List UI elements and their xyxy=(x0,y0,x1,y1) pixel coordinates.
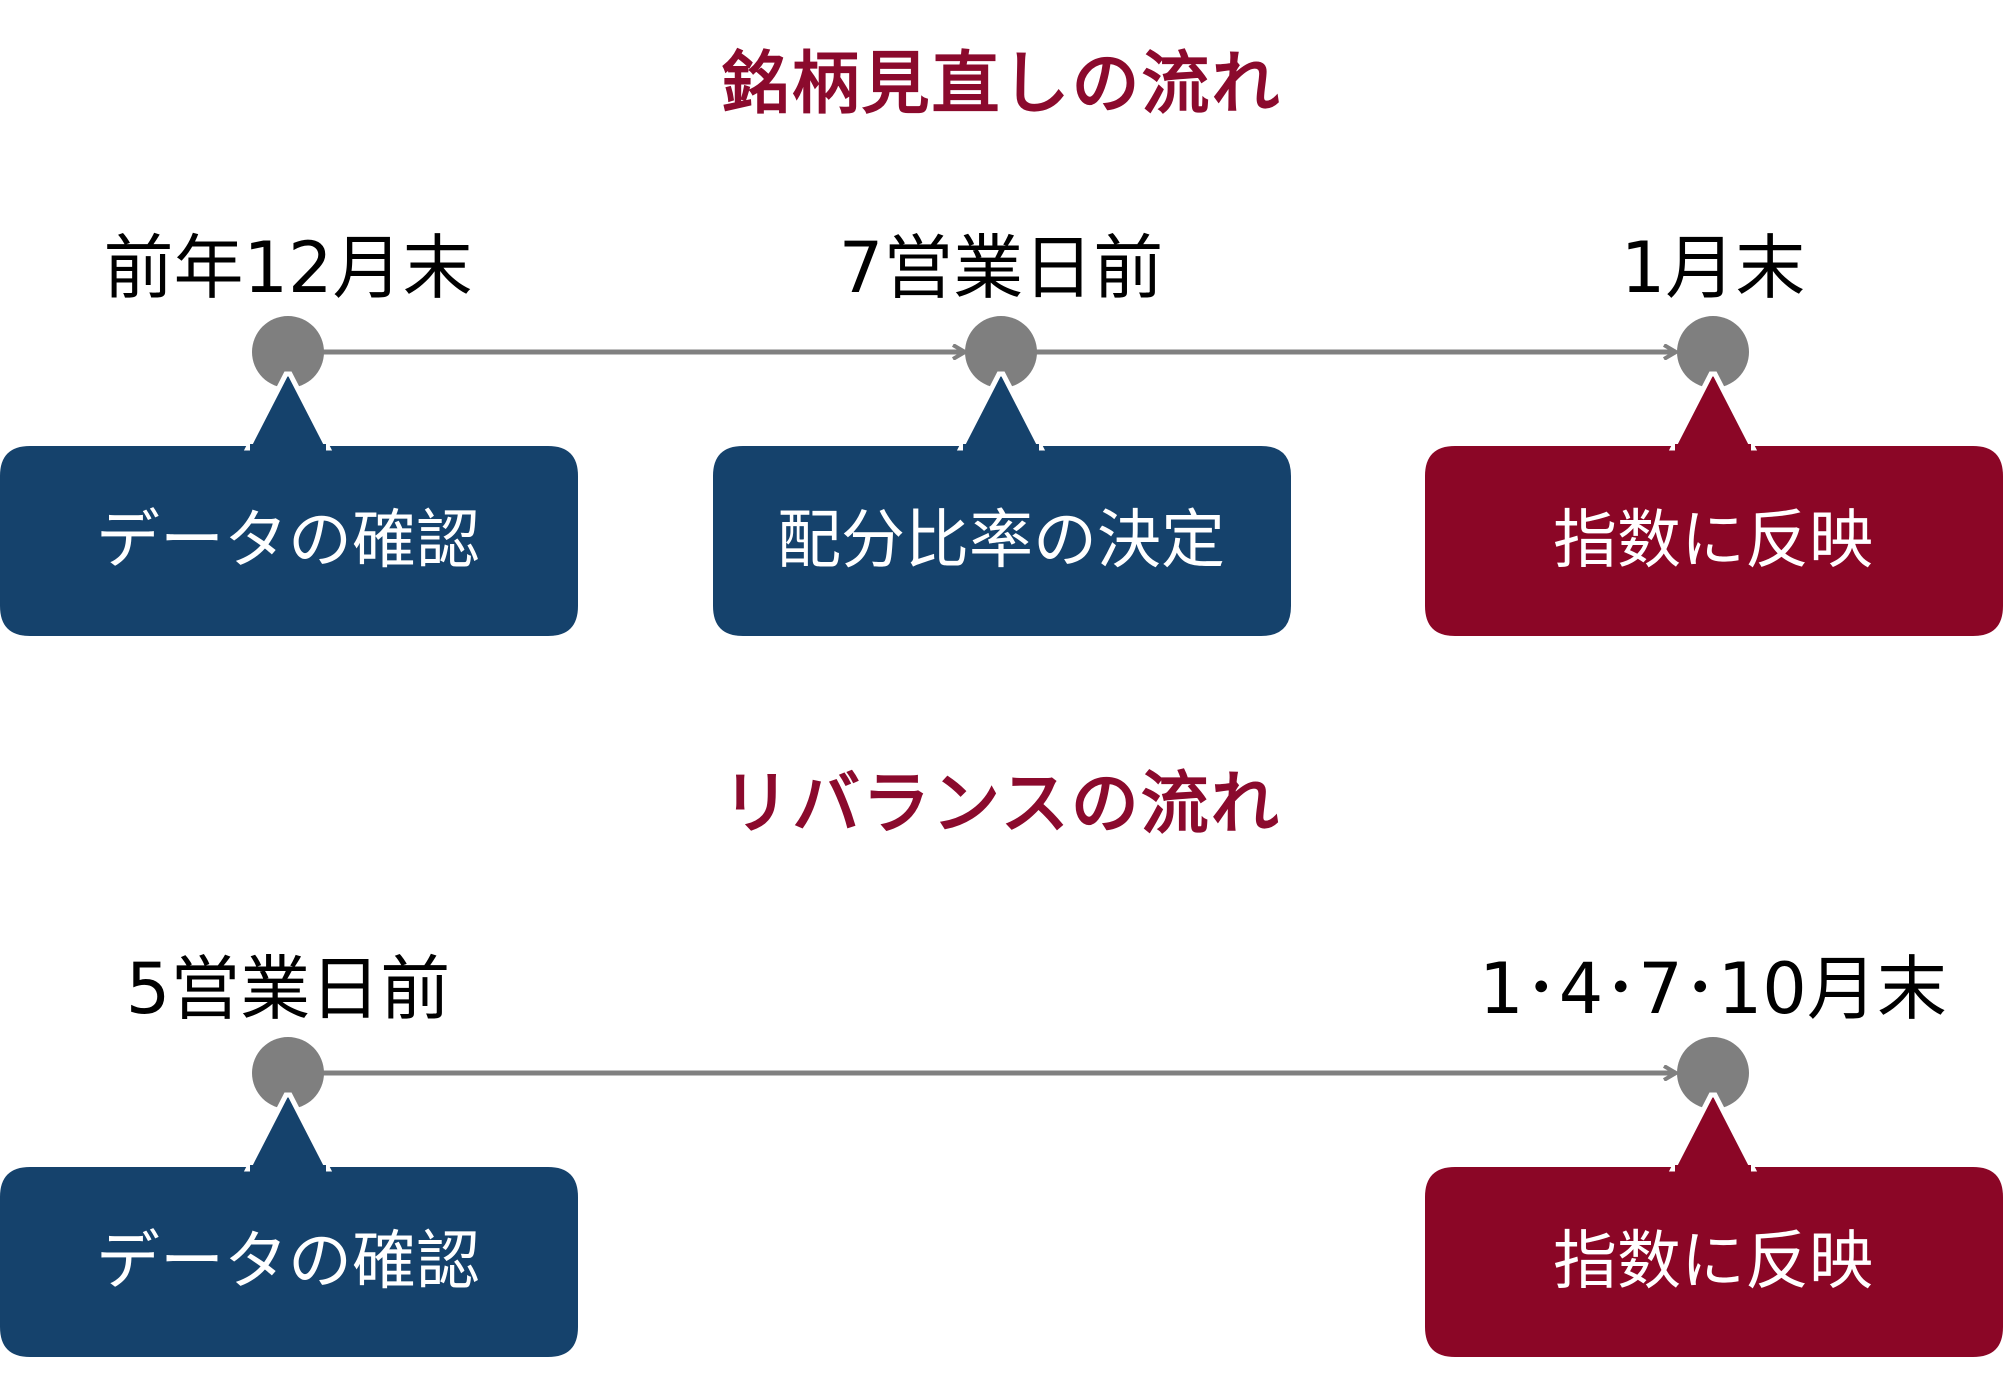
rebalance-task-1: データの確認 xyxy=(96,1225,480,1299)
timeline-node xyxy=(1677,316,1749,388)
timeline-node xyxy=(965,316,1037,388)
rebalance-title: リバランスの流れ xyxy=(722,765,1281,844)
review-task-2: 配分比率の決定 xyxy=(777,504,1225,578)
timeline-node xyxy=(252,1037,324,1109)
callout-pointer xyxy=(1668,371,1758,451)
timeline-node xyxy=(1677,1037,1749,1109)
review-task-1: データの確認 xyxy=(96,504,480,578)
callout-box xyxy=(713,446,1291,636)
callout-box xyxy=(1425,446,2003,636)
callout-pointer xyxy=(243,371,333,451)
brand-review-title: 銘柄見直しの流れ xyxy=(721,45,1282,124)
review-date-3: 1月末 xyxy=(1620,227,1806,309)
rebalance-milestone-1 xyxy=(0,1037,578,1357)
review-date-1: 前年12月末 xyxy=(103,227,473,309)
callout-pointer xyxy=(956,371,1046,451)
rebalance-milestone-2 xyxy=(1425,1037,2003,1357)
rebalance-date-1: 5営業日前 xyxy=(125,948,451,1030)
review-date-2: 7営業日前 xyxy=(838,227,1164,309)
callout-pointer xyxy=(243,1092,333,1172)
timeline-node xyxy=(252,316,324,388)
callout-box xyxy=(0,446,578,636)
review-task-3: 指数に反映 xyxy=(1553,504,1873,578)
callout-pointer xyxy=(1668,1092,1758,1172)
callout-box xyxy=(1425,1167,2003,1357)
rebalance-date-2: 1･4･7･10月末 xyxy=(1479,948,1947,1030)
review-milestone-2 xyxy=(713,316,1291,636)
review-milestone-3 xyxy=(1425,316,2003,636)
callout-box xyxy=(0,1167,578,1357)
rebalance-task-2: 指数に反映 xyxy=(1553,1225,1873,1299)
review-milestone-1 xyxy=(0,316,578,636)
